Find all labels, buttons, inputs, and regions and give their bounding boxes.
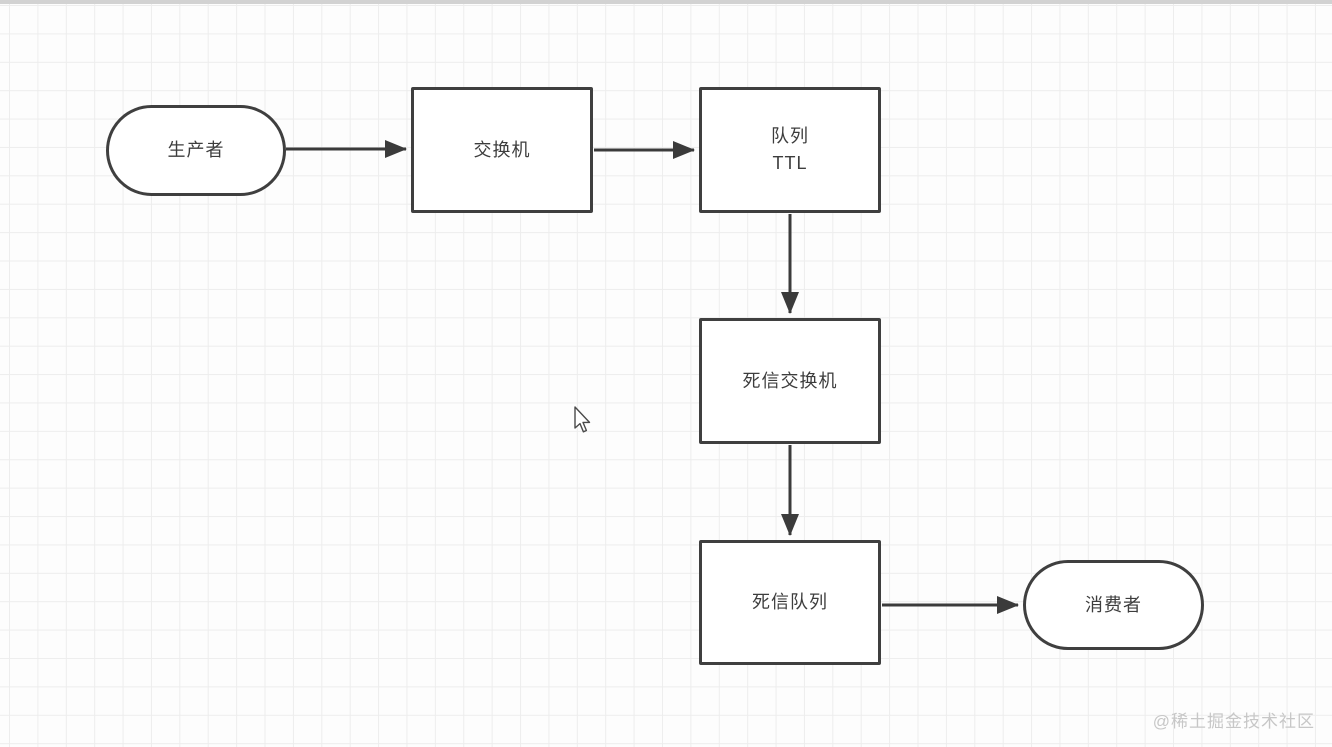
node-dead-letter-queue: 死信队列 — [699, 540, 881, 665]
node-producer-label: 生产者 — [167, 140, 225, 160]
node-exchange: 交换机 — [411, 87, 593, 213]
node-queue-ttl-label-line1: 队列 — [771, 126, 809, 146]
top-edge-bar — [0, 0, 1332, 4]
mouse-cursor-icon — [574, 406, 591, 433]
node-dead-letter-exchange: 死信交换机 — [699, 318, 881, 444]
node-queue-ttl: 队列 TTL — [699, 87, 881, 213]
node-consumer: 消费者 — [1023, 560, 1204, 650]
node-dead-letter-queue-label: 死信队列 — [752, 592, 828, 612]
node-consumer-label: 消费者 — [1085, 594, 1142, 615]
node-queue-ttl-label-line2: TTL — [772, 153, 808, 173]
watermark-text: @稀土掘金技术社区 — [1152, 712, 1315, 731]
node-exchange-label: 交换机 — [473, 139, 531, 160]
node-dead-letter-exchange-label: 死信交换机 — [742, 370, 838, 391]
node-producer: 生产者 — [106, 105, 286, 196]
